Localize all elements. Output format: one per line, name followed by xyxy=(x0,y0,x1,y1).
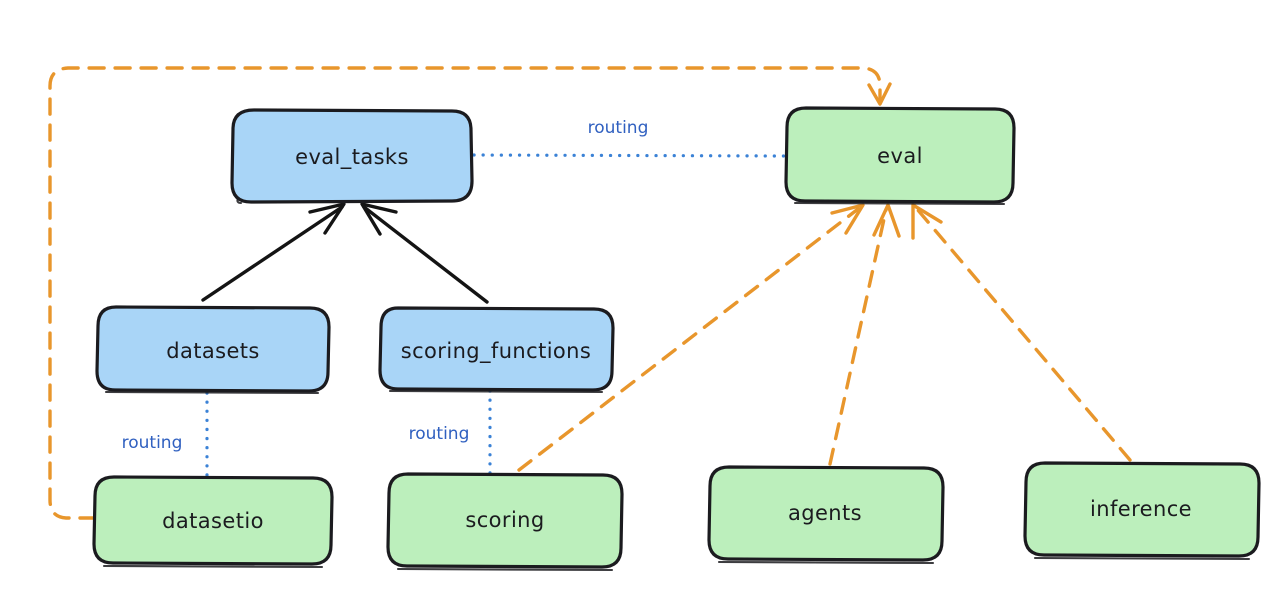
edge-label-routing-datasetio: routing xyxy=(122,433,183,453)
node-datasetio[interactable]: datasetio xyxy=(92,475,334,569)
node-label-datasets: datasets xyxy=(166,339,260,363)
edge-agents-to-eval xyxy=(828,203,901,466)
edge-inference-to-eval xyxy=(911,203,1132,462)
edge-datasetio-to-eval xyxy=(48,66,892,520)
node-label-scoring_functions: scoring_functions xyxy=(401,339,591,364)
node-label-agents: agents xyxy=(788,501,862,525)
node-label-eval_tasks: eval_tasks xyxy=(295,145,409,170)
edge-datasets-to-eval_tasks xyxy=(201,202,346,302)
edge-scoring-to-eval xyxy=(517,203,865,472)
node-label-eval: eval xyxy=(877,144,923,168)
edge-eval_tasks-to-eval xyxy=(472,153,786,158)
node-label-datasetio: datasetio xyxy=(162,509,264,533)
edge-label-layer: routing routing routing xyxy=(122,118,649,453)
edge-layer xyxy=(48,66,1132,520)
node-label-inference: inference xyxy=(1090,497,1192,521)
edge-label-routing-scoring: routing xyxy=(409,424,470,444)
node-scoring[interactable]: scoring xyxy=(386,472,624,572)
node-eval[interactable]: eval xyxy=(784,106,1016,206)
edge-label-routing-eval: routing xyxy=(588,118,649,138)
node-datasets[interactable]: datasets xyxy=(95,305,331,395)
node-layer: eval_tasks eval datasets scoring_functio… xyxy=(92,106,1261,572)
node-agents[interactable]: agents xyxy=(707,465,945,565)
edge-scoring_functions-to-eval_tasks xyxy=(360,202,489,304)
node-scoring_functions[interactable]: scoring_functions xyxy=(378,306,615,394)
node-label-scoring: scoring xyxy=(465,508,544,532)
node-inference[interactable]: inference xyxy=(1023,461,1261,561)
node-eval_tasks[interactable]: eval_tasks xyxy=(230,108,474,205)
